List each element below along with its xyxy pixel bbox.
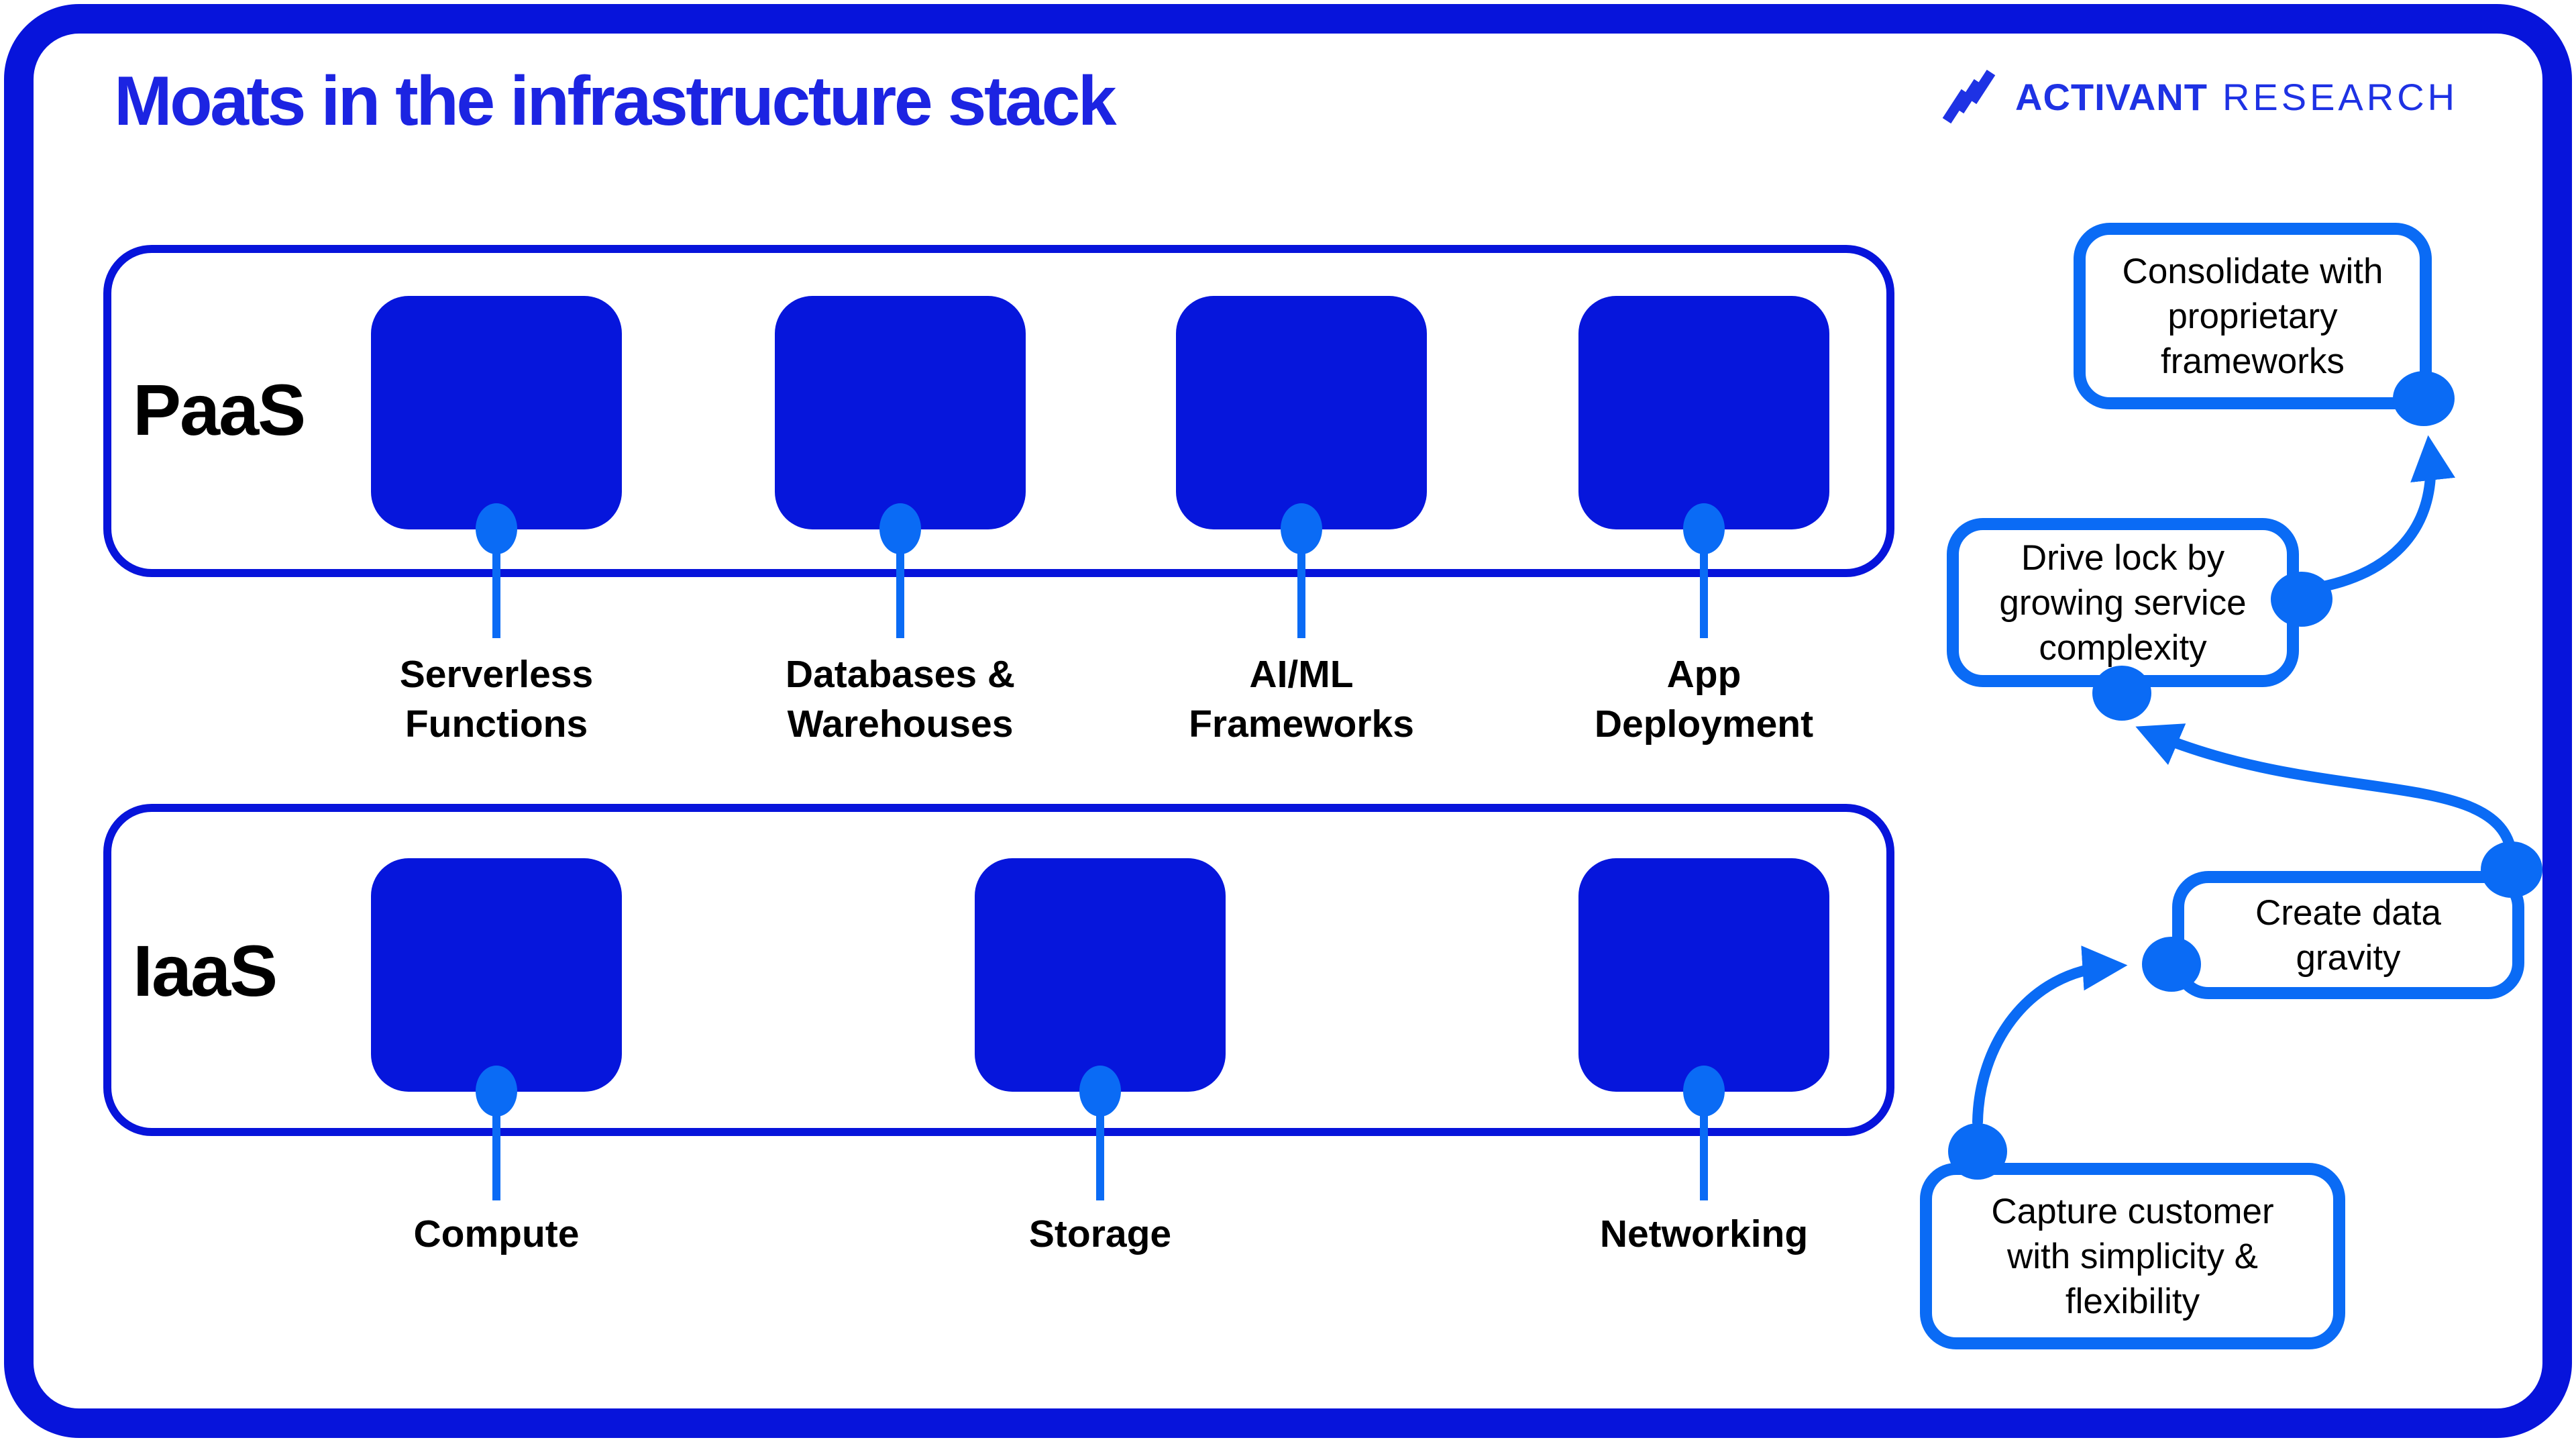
square-ai-ml-frameworks [1176, 296, 1427, 638]
callout-create-data-gravity: Create data gravity [2172, 871, 2524, 999]
callout-consolidate: Consolidate with proprietary frameworks [2074, 223, 2432, 409]
connector-dot [1281, 503, 1322, 554]
label-databases-warehouses: Databases & Warehouses [785, 653, 1016, 745]
connector-stem [492, 529, 500, 638]
square-databases-warehouses [775, 296, 1026, 638]
connector-dot [879, 503, 921, 554]
label-networking: Networking [1599, 1213, 1809, 1255]
logo-brand-text: ACTIVANT [2015, 75, 2208, 118]
arrow-capture-to-create [1972, 945, 2128, 1127]
connector-stem [1700, 1092, 1708, 1200]
iaas-container [103, 804, 1894, 1136]
label-app-deployment: App Deployment [1594, 653, 1814, 745]
square-compute [371, 858, 622, 1200]
page-title: Moats in the infrastructure stack [114, 62, 1117, 140]
label-storage: Storage [1028, 1213, 1172, 1255]
connector-stem [1700, 529, 1708, 638]
callout-drive-lock: Drive lock by growing service complexity [1947, 518, 2299, 687]
paas-container [103, 245, 1894, 577]
connector-stem [896, 529, 904, 638]
label-ai-ml-frameworks: AI/ML Frameworks [1189, 653, 1414, 745]
iaas-label: IaaS [133, 930, 278, 1011]
connector-dot [1683, 503, 1725, 554]
activant-stripes-icon [1942, 70, 1996, 123]
arrow-drivelock-to-consolidate [2302, 435, 2455, 595]
callout-capture-customer: Capture customer with simplicity & flexi… [1920, 1163, 2345, 1349]
square-serverless-functions [371, 296, 622, 638]
connector-dot [476, 1066, 517, 1117]
connector-dot [1683, 1066, 1725, 1117]
connector-stem [1096, 1092, 1104, 1200]
square-networking [1578, 858, 1829, 1200]
connector-dot [476, 503, 517, 554]
activant-research-logo: ACTIVANT RESEARCH [1940, 70, 2458, 123]
square-storage [975, 858, 1226, 1200]
connector-dot [1079, 1066, 1121, 1117]
label-compute: Compute [413, 1213, 580, 1255]
connector-stem [1297, 529, 1305, 638]
label-serverless-functions: Serverless Functions [399, 653, 594, 745]
paas-label: PaaS [133, 369, 306, 450]
square-app-deployment [1578, 296, 1829, 638]
arrow-create-to-drivelock [2135, 723, 2518, 866]
connector-stem [492, 1092, 500, 1200]
logo-suffix-text: RESEARCH [2222, 75, 2459, 118]
